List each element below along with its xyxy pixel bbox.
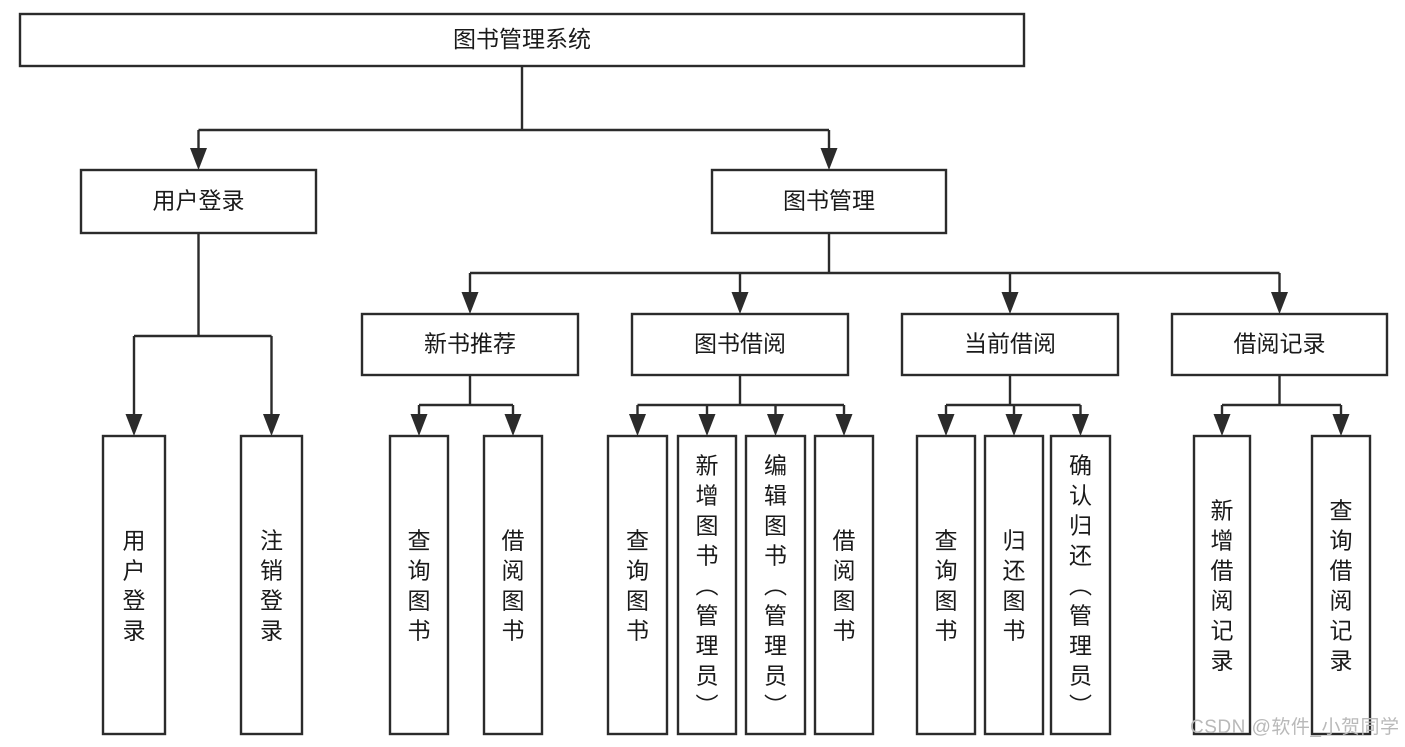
arrowhead-icon [263,414,280,436]
node-label: 当前借阅 [964,331,1056,357]
node-label: 查询图书 [408,527,431,643]
node-box[interactable] [710,168,948,235]
node-leaf-query-book-a[interactable]: 查询图书 [388,434,450,736]
node-box[interactable] [388,434,450,736]
arrowhead-icon [820,148,838,170]
node-box[interactable] [606,434,669,736]
node-current-borrow[interactable]: 当前借阅 [900,312,1120,377]
node-label: 图书管理 [783,188,875,214]
node-leaf-logout[interactable]: 注销登录 [239,434,304,736]
node-label: 借阅图书 [833,527,856,643]
node-label: 查询图书 [935,527,958,643]
node-leaf-user-login[interactable]: 用户登录 [101,434,167,736]
node-leaf-query-book-b[interactable]: 查询图书 [606,434,669,736]
node-box[interactable] [1170,312,1389,377]
node-box[interactable] [79,168,318,235]
node-label: 用户登录 [123,527,146,643]
node-label: 查询借阅记录 [1330,497,1353,673]
nodes-layer: 图书管理系统用户登录图书管理新书推荐图书借阅当前借阅借阅记录用户登录注销登录查询… [18,12,1389,736]
arrowhead-icon [731,292,749,314]
arrowhead-icon [698,414,716,436]
edges-layer [125,66,1350,436]
arrowhead-icon [461,292,479,314]
node-label: 新增借阅记录 [1211,497,1234,673]
node-box[interactable] [813,434,875,736]
arrowhead-icon [937,414,955,436]
node-box[interactable] [1049,434,1112,736]
node-box[interactable] [630,312,850,377]
node-box[interactable] [1310,434,1372,736]
node-label: 借阅记录 [1234,331,1326,357]
node-root[interactable]: 图书管理系统 [18,12,1026,68]
csdn-watermark: CSDN @软件_小贺同学 [1190,716,1399,738]
arrowhead-icon [1213,414,1231,436]
arrowhead-icon [767,414,784,436]
node-leaf-add-book[interactable]: 新增图书︵管理员︶ [676,434,738,736]
node-box[interactable] [983,434,1045,736]
arrowhead-icon [1001,292,1019,314]
node-leaf-confirm-return[interactable]: 确认归还︵管理员︶ [1049,434,1112,736]
node-box[interactable] [239,434,304,736]
node-label: 用户登录 [153,188,245,214]
node-label: 图书借阅 [694,331,786,357]
arrowhead-icon [835,414,853,436]
node-label: 图书管理系统 [453,26,591,52]
node-label: 借阅图书 [502,527,525,643]
node-leaf-return-book[interactable]: 归还图书 [983,434,1045,736]
arrowhead-icon [1005,414,1023,436]
node-box[interactable] [101,434,167,736]
node-label: 注销登录 [260,527,283,643]
arrowhead-icon [629,414,646,436]
node-box[interactable] [360,312,580,377]
node-leaf-borrow-book-a[interactable]: 借阅图书 [482,434,544,736]
node-label: 确认归还︵管理员︶ [1069,452,1092,718]
node-leaf-edit-book[interactable]: 编辑图书︵管理员︶ [744,434,807,736]
arrowhead-icon [125,414,143,436]
node-box[interactable] [482,434,544,736]
node-book-manage[interactable]: 图书管理 [710,168,948,235]
node-leaf-borrow-book-b[interactable]: 借阅图书 [813,434,875,736]
arrowhead-icon [1271,292,1288,314]
arrowhead-icon [190,148,207,170]
node-box[interactable] [900,312,1120,377]
node-user-login[interactable]: 用户登录 [79,168,318,235]
arrowhead-icon [504,414,522,436]
node-new-book-rec[interactable]: 新书推荐 [360,312,580,377]
node-leaf-add-record[interactable]: 新增借阅记录 [1192,434,1252,736]
node-box[interactable] [1192,434,1252,736]
node-label: 归还图书 [1003,527,1026,643]
node-label: 新书推荐 [424,331,516,357]
node-borrow-record[interactable]: 借阅记录 [1170,312,1389,377]
node-leaf-query-book-c[interactable]: 查询图书 [915,434,977,736]
arrowhead-icon [1072,414,1089,436]
node-label: 查询图书 [626,527,649,643]
node-leaf-query-record[interactable]: 查询借阅记录 [1310,434,1372,736]
node-book-borrow[interactable]: 图书借阅 [630,312,850,377]
arrowhead-icon [1332,414,1350,436]
arrowhead-icon [410,414,428,436]
node-box[interactable] [915,434,977,736]
node-box[interactable] [676,434,738,736]
node-label: 新增图书︵管理员︶ [696,452,719,718]
node-box[interactable] [744,434,807,736]
node-box[interactable] [18,12,1026,68]
node-label: 编辑图书︵管理员︶ [764,452,787,718]
